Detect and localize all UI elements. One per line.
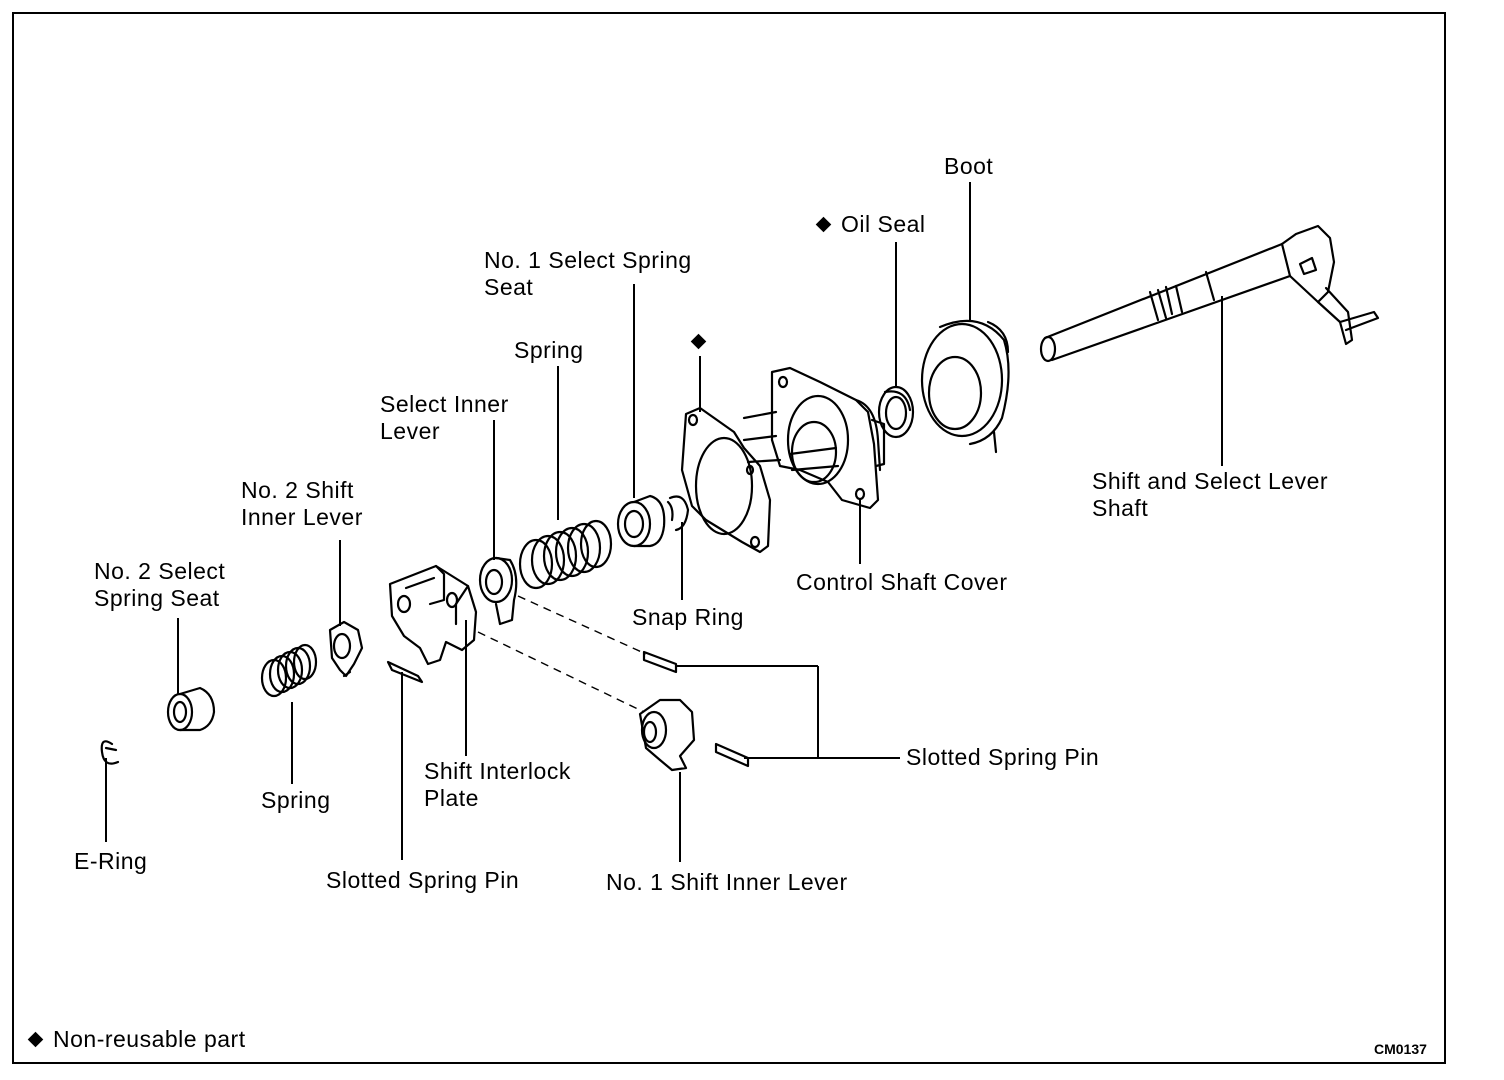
label-no2-shift-inner-lever: No. 2 Shift Inner Lever bbox=[241, 477, 363, 530]
no1-select-spring-seat-part bbox=[616, 494, 666, 548]
gasket-part bbox=[680, 406, 772, 554]
label-slotted-spring-pin-right: Slotted Spring Pin bbox=[906, 744, 1100, 770]
label-snap-ring: Snap Ring bbox=[632, 604, 744, 630]
upper-spring-part bbox=[518, 519, 613, 590]
label-no1-shift-inner-lever: No. 1 Shift Inner Lever bbox=[606, 869, 848, 895]
no2-select-spring-seat-part bbox=[166, 686, 216, 732]
label-shift-select-lever-shaft: Shift and Select Lever Shaft bbox=[1092, 468, 1329, 521]
label-select-inner-lever: Select Inner Lever bbox=[380, 391, 509, 444]
legend: Non-reusable part bbox=[27, 1026, 246, 1053]
select-inner-lever-part bbox=[478, 556, 518, 626]
shift-interlock-plate-part bbox=[388, 564, 478, 666]
control-shaft-cover-part bbox=[742, 366, 886, 510]
label-control-shaft-cover: Control Shaft Cover bbox=[796, 569, 1008, 595]
e-ring-part bbox=[100, 740, 120, 765]
label-shift-interlock-plate: Shift Interlock Plate bbox=[424, 758, 571, 811]
non-reusable-marker-oil-seal bbox=[815, 216, 832, 233]
diagram-frame bbox=[12, 12, 1446, 1064]
label-slotted-spring-pin-left: Slotted Spring Pin bbox=[326, 867, 520, 893]
label-no1-select-spring-seat: No. 1 Select Spring Seat bbox=[484, 247, 692, 300]
label-spring-upper: Spring bbox=[514, 337, 584, 363]
lower-spring-part bbox=[260, 643, 318, 698]
label-no2-select-spring-seat: No. 2 Select Spring Seat bbox=[94, 558, 226, 611]
boot-part bbox=[920, 319, 1010, 454]
label-oil-seal-text: Oil Seal bbox=[841, 211, 926, 237]
figure-code: CM0137 bbox=[1374, 1041, 1427, 1057]
legend-diamond-icon bbox=[27, 1031, 44, 1048]
label-oil-seal: Oil Seal bbox=[815, 211, 926, 238]
no2-shift-inner-lever-part bbox=[328, 620, 364, 678]
label-spring-lower: Spring bbox=[261, 787, 331, 813]
legend-text: Non-reusable part bbox=[53, 1026, 246, 1052]
slotted-spring-pin-parts bbox=[386, 650, 750, 768]
no1-shift-inner-lever-part bbox=[638, 698, 696, 772]
label-e-ring: E-Ring bbox=[74, 848, 148, 874]
leader-lines bbox=[105, 182, 1223, 862]
snap-ring-part bbox=[666, 495, 690, 532]
label-boot: Boot bbox=[944, 153, 994, 179]
shift-select-lever-shaft-part bbox=[1039, 224, 1380, 363]
